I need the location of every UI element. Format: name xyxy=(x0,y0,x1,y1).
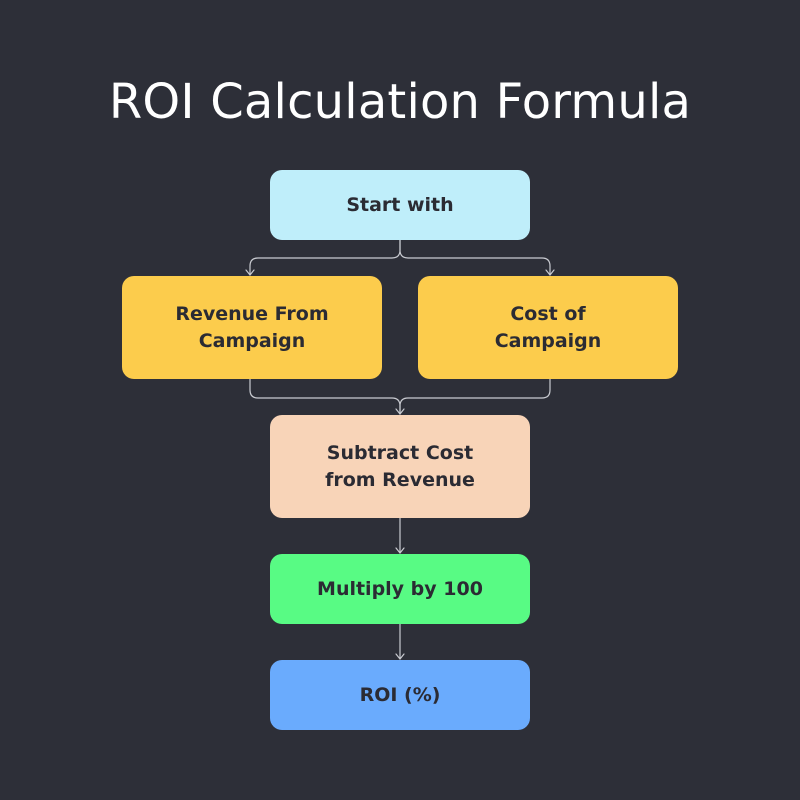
node-roi-label: ROI (%) xyxy=(359,683,441,706)
arrowhead-revenue xyxy=(245,269,255,276)
node-multiply-label: Multiply by 100 xyxy=(317,577,483,600)
arrowhead-roi xyxy=(395,653,405,660)
arrowhead-multiply xyxy=(395,547,405,554)
node-roi-result: ROI (%) xyxy=(270,660,530,730)
node-start-with-label: Start with xyxy=(346,193,454,216)
connector-cost-to-subtract xyxy=(399,378,551,415)
node-subtract-label: Subtract Cost from Revenue xyxy=(325,441,475,491)
node-start-with: Start with xyxy=(270,170,530,240)
connector-start-to-cost xyxy=(399,239,551,276)
connector-start-to-revenue xyxy=(249,239,401,276)
node-multiply-by-100: Multiply by 100 xyxy=(270,554,530,624)
arrowhead-subtract xyxy=(395,408,405,415)
node-cost-label: Cost of Campaign xyxy=(494,302,602,352)
node-revenue-from-campaign: Revenue From Campaign xyxy=(122,276,382,379)
connector-revenue-to-subtract xyxy=(249,378,401,415)
arrowhead-cost xyxy=(545,269,555,276)
diagram-title: ROI Calculation Formula xyxy=(108,74,692,130)
node-revenue-label: Revenue From Campaign xyxy=(175,302,329,352)
node-subtract-cost: Subtract Cost from Revenue xyxy=(270,415,530,518)
node-cost-of-campaign: Cost of Campaign xyxy=(418,276,678,379)
